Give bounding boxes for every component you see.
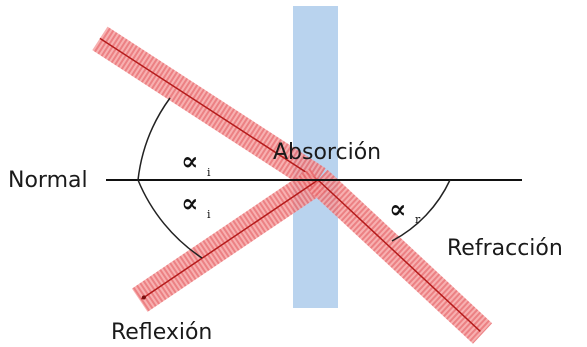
incident-beam [92, 26, 326, 192]
incident-angle-arc [137, 97, 171, 181]
svg-text:i: i [207, 208, 211, 221]
reflection-label: Reflexión [111, 320, 212, 345]
svg-text:i: i [207, 166, 211, 179]
reflected-angle-arc [137, 179, 203, 259]
normal-label: Normal [8, 168, 88, 193]
refracted-angle-symbol: ∝ r [389, 195, 421, 226]
absorption-label: Absorción [273, 140, 381, 165]
refracted-angle-arc [391, 179, 451, 242]
refraction-label: Refracción [447, 236, 563, 261]
refracted-beam [308, 169, 493, 344]
svg-text:∝: ∝ [181, 147, 198, 177]
reflected-beam [131, 168, 326, 312]
svg-text:r: r [415, 213, 421, 226]
svg-text:∝: ∝ [181, 189, 198, 219]
svg-text:∝: ∝ [389, 195, 406, 225]
incident-angle-symbol: ∝ i [181, 147, 211, 179]
reflected-angle-symbol: ∝ i [181, 189, 211, 221]
